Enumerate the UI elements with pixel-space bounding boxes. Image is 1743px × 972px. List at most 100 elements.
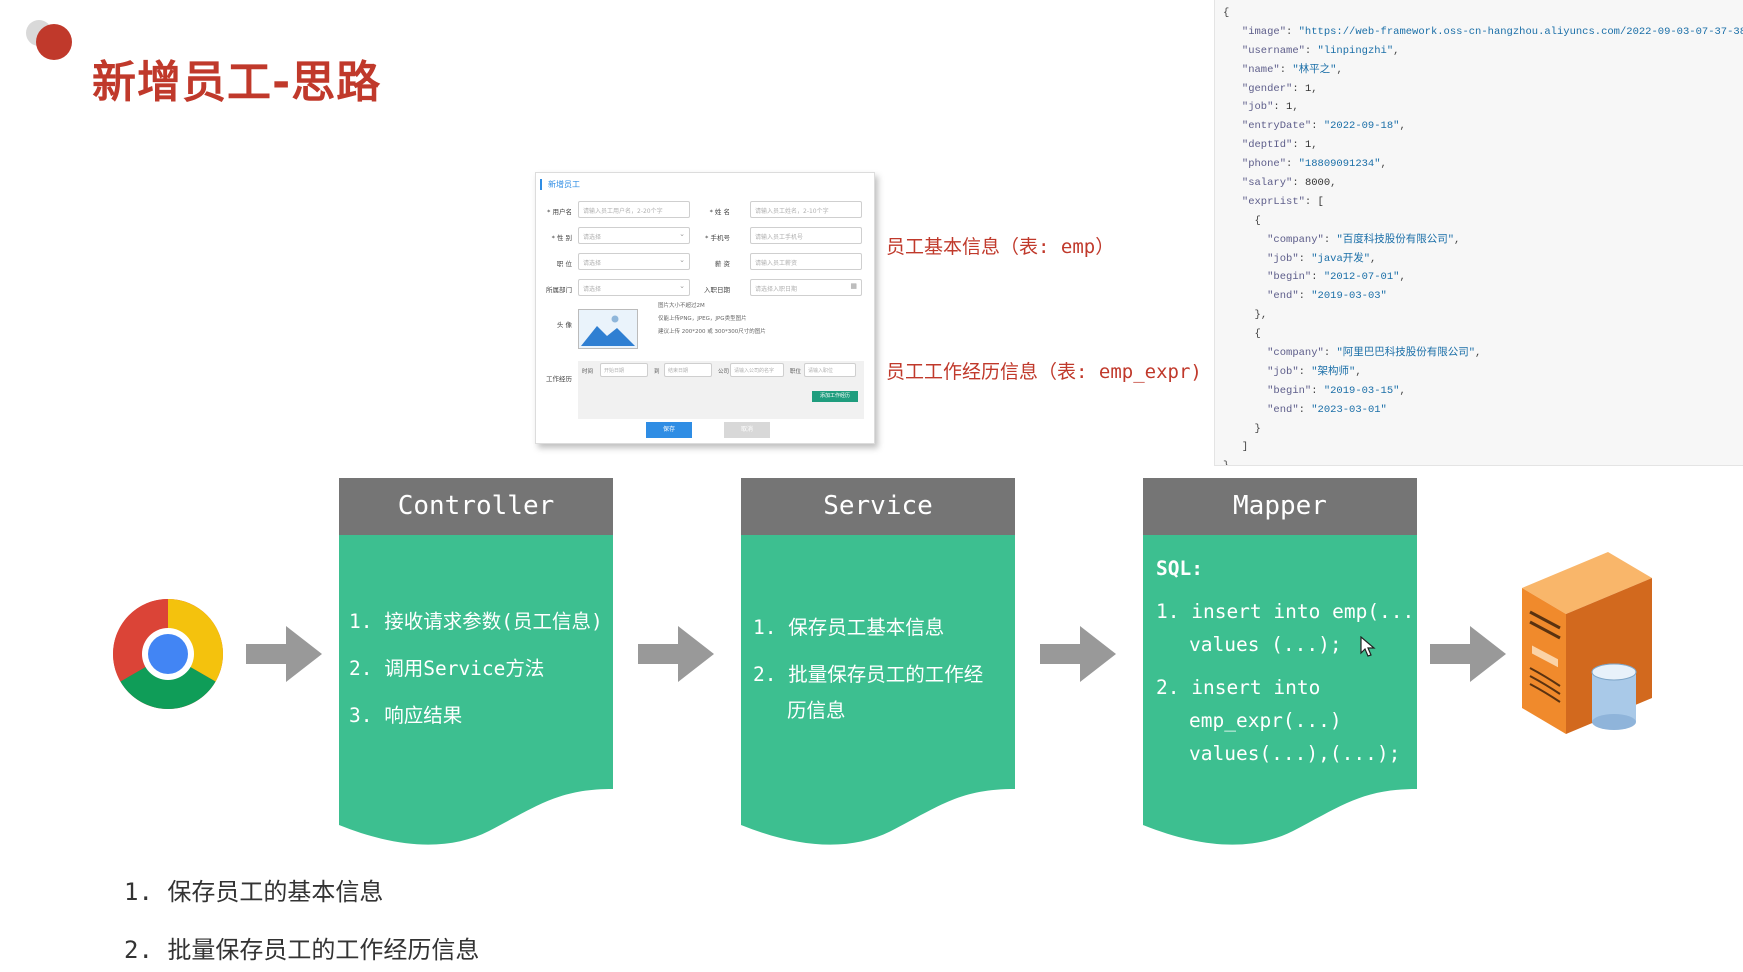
exp-position-label: 职位 (790, 369, 802, 375)
json-line: "job": 1, (1241, 101, 1299, 114)
entry-date-value: 请选择入职日期 (755, 286, 798, 293)
json-key: "end" (1267, 403, 1299, 416)
json-line: } (1223, 457, 1743, 465)
json-value: 1 (1304, 139, 1312, 152)
exp-position-input: 请输入职位 (804, 363, 856, 377)
json-line: "end": "2019-03-03" (1267, 290, 1387, 303)
json-request-panel: { "image": "https://web-framework.oss-cn… (1214, 0, 1743, 466)
label-avatar: 头 像 (556, 321, 572, 329)
name-input: 请输入员工姓名，2-10个字 (750, 201, 862, 218)
json-line: "company": "阿里巴巴科技股份有限公司", (1267, 347, 1482, 360)
entry-date-input: 请选择入职日期▦ (750, 279, 862, 296)
json-value: "java开发" (1311, 252, 1371, 265)
json-value: "2022-09-18" (1323, 120, 1400, 133)
json-value: "2023-03-01" (1311, 403, 1387, 416)
summary-item-2: 2. 批量保存员工的工作经历信息 (124, 936, 480, 964)
service-layer: Service 1. 保存员工基本信息 2. 批量保存员工的工作经 历信息 (741, 478, 1015, 848)
json-line: "entryDate": "2022-09-18", (1241, 120, 1406, 133)
json-line: }, (1223, 306, 1743, 325)
mapper-item-2-cont: emp_expr(...) (1189, 709, 1342, 732)
json-key: "entryDate" (1241, 120, 1312, 133)
json-bracket: } (1223, 460, 1229, 465)
service-item-1: 1. 保存员工基本信息 (753, 616, 945, 639)
json-value: "2019-03-03" (1311, 290, 1387, 303)
page-title: 新增员工-思路 (92, 57, 382, 108)
mapper-title: Mapper (1143, 478, 1417, 535)
json-key: "exprList" (1241, 195, 1305, 208)
chevron-down-icon: ⌄ (679, 256, 685, 264)
controller-title: Controller (339, 478, 613, 535)
json-value: "百度科技股份有限公司" (1336, 233, 1455, 246)
json-value: [ (1317, 195, 1324, 208)
salary-input: 请输入员工薪资 (750, 253, 862, 270)
json-line: { (1223, 212, 1743, 231)
controller-item-3: 3. 响应结果 (349, 704, 463, 727)
json-key: "gender" (1241, 82, 1293, 95)
json-value: "2019-03-15" (1323, 384, 1400, 397)
json-line: "name": "林平之", (1241, 63, 1343, 76)
avatar-note-1: 图片大小不超过2M (658, 303, 705, 309)
mapper-item-1: 1. insert into emp(...) (1156, 600, 1427, 623)
service-item-2: 2. 批量保存员工的工作经 (753, 663, 984, 686)
mapper-body: SQL: 1. insert into emp(...) values (...… (1143, 535, 1426, 848)
exp-time-label: 时间 (582, 369, 594, 375)
json-line: "company": "百度科技股份有限公司", (1267, 233, 1461, 246)
chrome-browser-icon (113, 599, 223, 709)
gender-select: 请选择⌄ (578, 227, 690, 244)
json-key: "username" (1241, 44, 1305, 57)
controller-body: 1. 接收请求参数(员工信息) 2. 调用Service方法 3. 响应结果 (339, 535, 613, 848)
database-server-icon (1522, 552, 1652, 734)
label-job: 职 位 (556, 260, 572, 268)
json-value: "linpingzhi" (1317, 44, 1394, 57)
json-key: "deptId" (1241, 139, 1293, 152)
avatar-note-3: 建议上传 200*200 或 300*300尺寸的图片 (658, 329, 766, 335)
json-key: "image" (1241, 25, 1287, 38)
json-line: "phone": "18809091234", (1241, 158, 1387, 171)
json-bracket: { (1254, 328, 1261, 341)
json-bracket: ] (1241, 441, 1249, 454)
json-key: "begin" (1267, 384, 1312, 397)
json-value: "2012-07-01" (1323, 271, 1400, 284)
label-phone: * 手机号 (705, 234, 730, 242)
dept-select: 请选择⌄ (578, 279, 690, 296)
label-gender: * 性 别 (551, 234, 572, 242)
exp-start-input: 开始日期 (600, 363, 648, 377)
phone-input: 请输入员工手机号 (750, 227, 862, 244)
cancel-button: 取消 (724, 422, 770, 438)
json-key: "job" (1267, 252, 1299, 265)
arrow-right-icon (1430, 626, 1506, 682)
image-placeholder-icon (581, 315, 635, 346)
arrow-right-icon (1040, 626, 1116, 682)
chevron-down-icon: ⌄ (679, 230, 685, 238)
label-username: * 用户名 (547, 208, 572, 216)
json-key: "company" (1267, 347, 1324, 360)
json-value: "https://web-framework.oss-cn-hangzhou.a… (1298, 25, 1743, 38)
service-title: Service (741, 478, 1015, 535)
json-key: "begin" (1267, 271, 1312, 284)
label-experience: 工作经历 (546, 375, 572, 383)
json-value: 1 (1286, 101, 1293, 114)
json-value: "18809091234" (1298, 158, 1381, 171)
json-line: "begin": "2019-03-15", (1267, 384, 1406, 397)
service-body: 1. 保存员工基本信息 2. 批量保存员工的工作经 历信息 (741, 535, 1015, 848)
arrow-right-icon (246, 626, 322, 682)
json-key: "salary" (1241, 177, 1293, 190)
controller-layer: Controller 1. 接收请求参数(员工信息) 2. 调用Service方… (339, 478, 613, 848)
document-shape (741, 535, 1015, 845)
json-bracket: { (1254, 214, 1261, 227)
exp-company-label: 公司 (718, 369, 730, 375)
exp-company-input: 请输入公司的名字 (730, 363, 784, 377)
chevron-down-icon: ⌄ (679, 282, 685, 290)
label-name: * 姓 名 (709, 208, 730, 216)
logo-dot-red (36, 24, 72, 60)
json-line: ] (1223, 438, 1743, 457)
json-line: "job": "java开发", (1267, 252, 1377, 265)
exp-to-label: 到 (654, 369, 660, 375)
json-line: { (1223, 4, 1743, 23)
mouse-cursor-icon (1360, 636, 1376, 657)
job-select-value: 请选择 (583, 260, 602, 267)
avatar-upload (578, 309, 638, 349)
json-bracket: } (1254, 422, 1261, 435)
json-line: { (1223, 325, 1743, 344)
json-value: "架构师" (1311, 365, 1356, 378)
